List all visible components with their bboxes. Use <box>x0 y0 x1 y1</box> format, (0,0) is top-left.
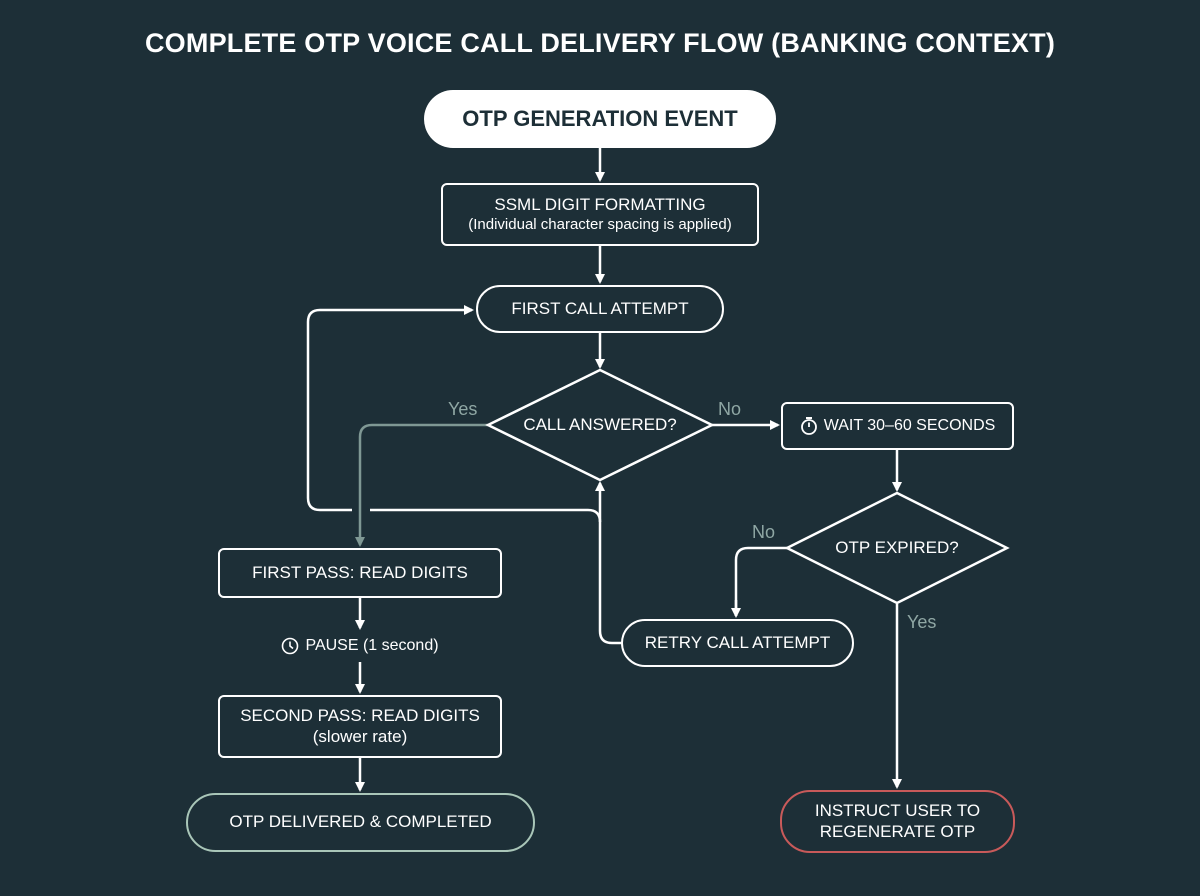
otp-expired-label: OTP EXPIRED? <box>835 538 959 557</box>
edge-retry-answered <box>595 481 622 645</box>
regenerate-line1: INSTRUCT USER TO <box>814 801 981 821</box>
decision-call-answered <box>485 368 715 482</box>
start-label: OTP GENERATION EVENT <box>462 105 738 131</box>
delivered-label: OTP DELIVERED & COMPLETED <box>229 812 492 832</box>
first-pass-label: FIRST PASS: READ DIGITS <box>252 562 468 582</box>
diagram-title: COMPLETE OTP VOICE CALL DELIVERY FLOW (B… <box>144 28 1056 58</box>
ssml-subtitle: (Individual character spacing is applied… <box>468 215 732 233</box>
answered-yes-label: Yes <box>448 399 478 419</box>
regenerate-terminal-node: INSTRUCT USER TO REGENERATE OTP <box>780 790 1015 853</box>
wait-node: WAIT 30–60 SECONDS <box>781 402 1014 450</box>
second-pass-node: SECOND PASS: READ DIGITS (slower rate) <box>218 695 502 758</box>
expired-yes-label: Yes <box>907 612 937 632</box>
regenerate-line2: REGENERATE OTP <box>819 821 976 841</box>
pause-step: PAUSE (1 second) <box>260 632 460 660</box>
edge-answered-yes-firstpass <box>355 423 488 547</box>
start-node: OTP GENERATION EVENT <box>424 90 776 148</box>
edge-loop-firstcall <box>306 305 474 512</box>
first-pass-node: FIRST PASS: READ DIGITS <box>218 548 502 598</box>
wait-label: WAIT 30–60 SECONDS <box>823 417 996 435</box>
call-answered-label: CALL ANSWERED? <box>523 415 677 434</box>
delivered-terminal-node: OTP DELIVERED & COMPLETED <box>186 793 535 852</box>
ssml-title: SSML DIGIT FORMATTING <box>494 195 706 215</box>
ssml-formatting-node: SSML DIGIT FORMATTING (Individual charac… <box>441 183 759 246</box>
second-pass-title: SECOND PASS: READ DIGITS <box>240 706 480 726</box>
answered-no-label: No <box>718 399 742 419</box>
second-pass-subtitle: (slower rate) <box>312 726 408 746</box>
first-call-label: FIRST CALL ATTEMPT <box>511 298 689 318</box>
first-call-attempt-node: FIRST CALL ATTEMPT <box>476 285 724 333</box>
expired-no-label: No <box>752 522 776 542</box>
stopwatch-icon <box>800 417 817 435</box>
pause-label: PAUSE (1 second) <box>305 637 439 655</box>
decision-otp-expired <box>784 491 1010 605</box>
retry-label: RETRY CALL ATTEMPT <box>644 632 831 652</box>
edge-expired-no-retry <box>734 546 787 616</box>
clock-icon <box>282 637 299 655</box>
retry-call-node: RETRY CALL ATTEMPT <box>621 619 854 667</box>
